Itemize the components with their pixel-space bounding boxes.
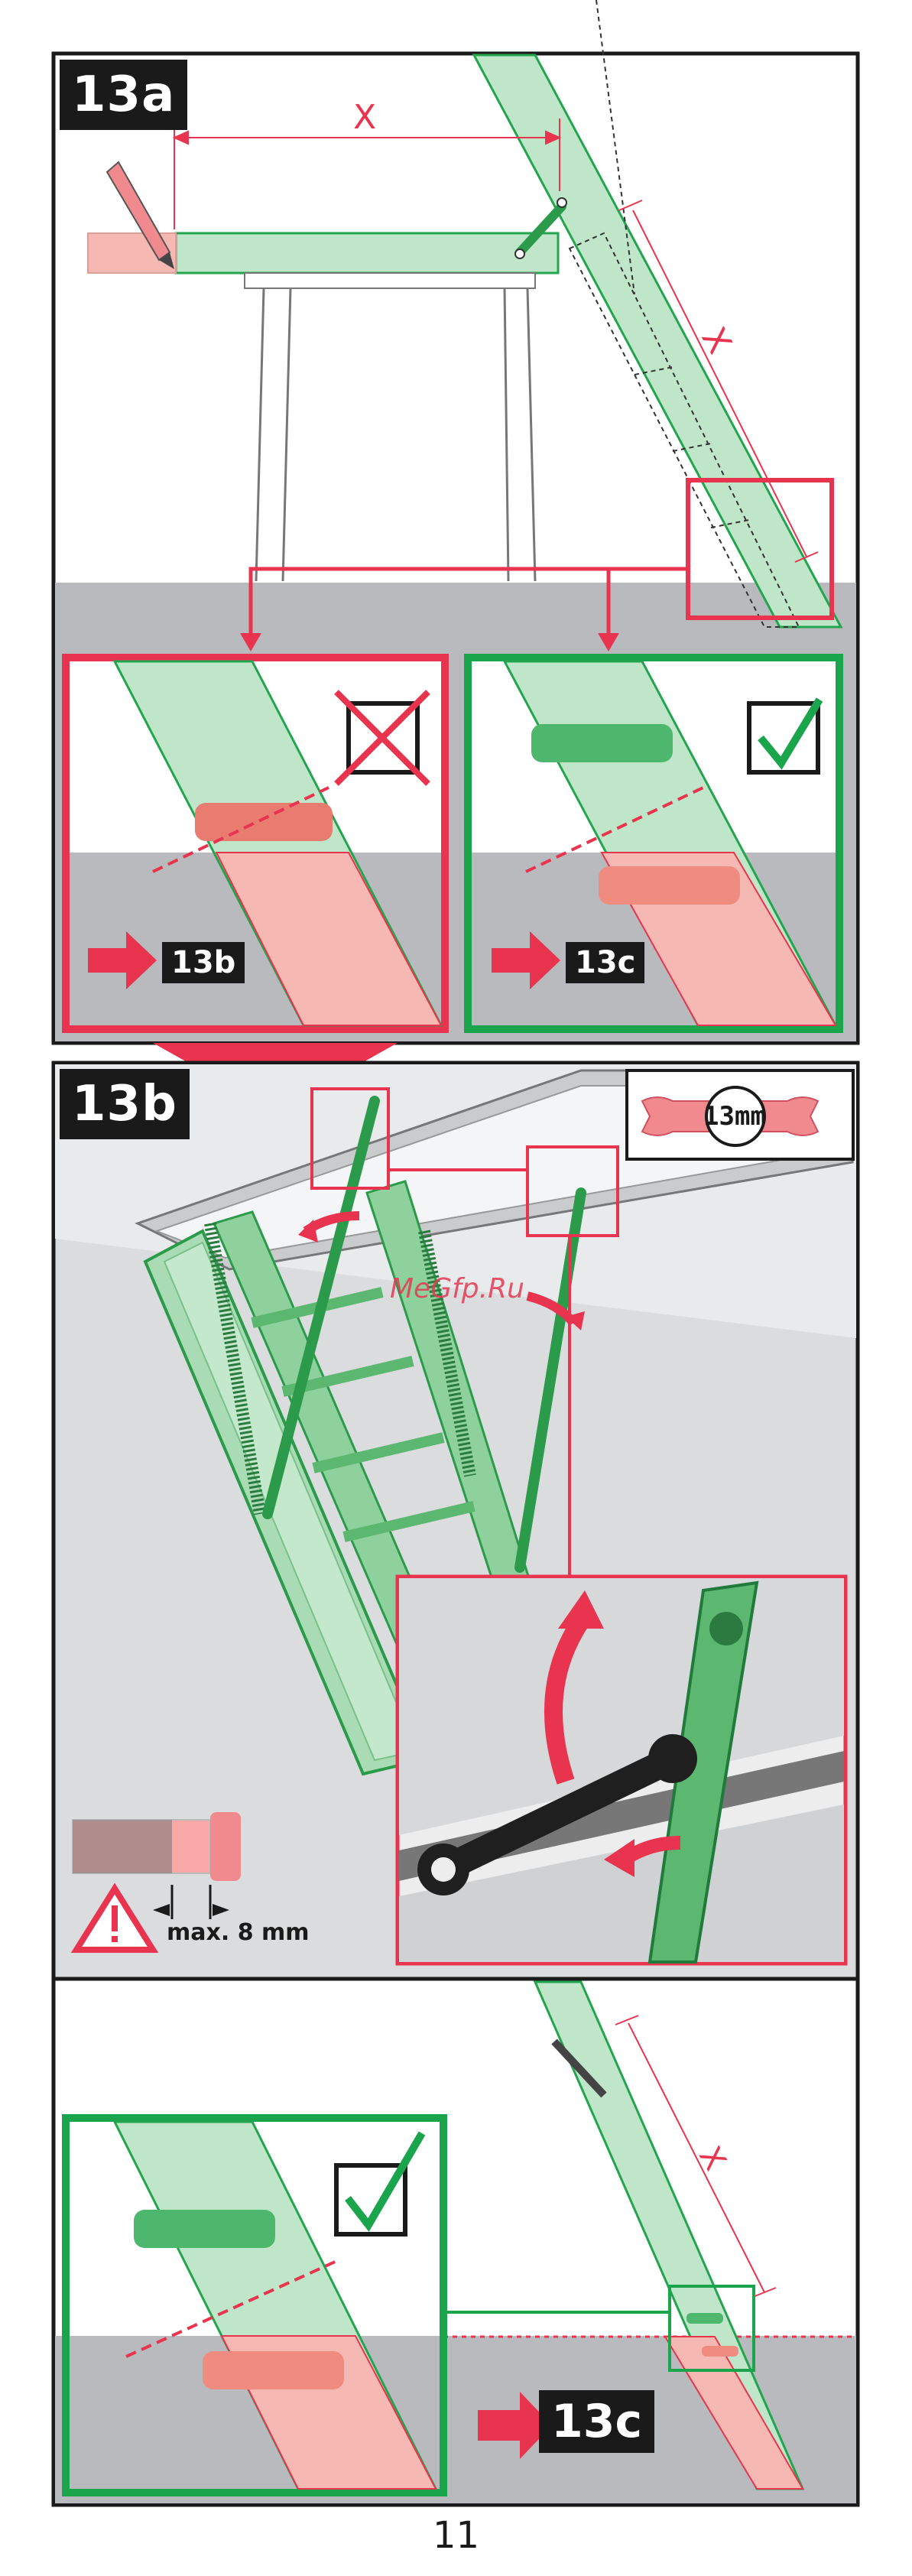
page-number: 11 [0,2514,912,2557]
correct-example-final [66,2118,443,2493]
goto-13c-final: 13c [539,2390,654,2453]
goto-13c-final-label: 13c [539,2390,654,2453]
